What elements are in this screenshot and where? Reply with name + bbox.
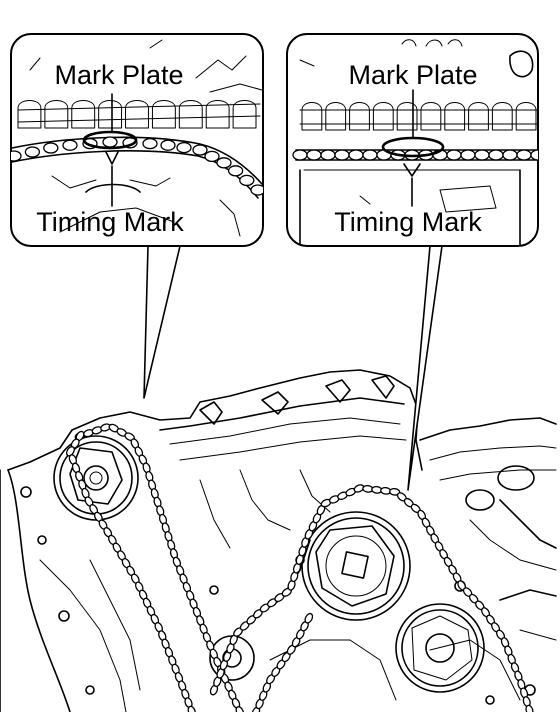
timing-chain: [66, 423, 534, 712]
sprocket-tooth: [250, 184, 263, 196]
chain-link: [235, 706, 244, 712]
sprocket-tooth: [460, 149, 476, 161]
right-mark-plate-label: Mark Plate: [348, 60, 477, 90]
left-callout-detail: [11, 39, 263, 237]
sprocket-tooth: [216, 157, 232, 169]
cam-cap: [372, 102, 394, 131]
sprocket-tooth: [24, 146, 41, 158]
sprocket-tooth: [11, 150, 22, 162]
sprocket-tooth: [204, 150, 220, 163]
cam-cap: [178, 100, 203, 129]
cam-cap: [301, 102, 323, 131]
cam-cap: [468, 102, 489, 131]
sprocket-tooth: [530, 149, 538, 161]
chain-link: [304, 612, 314, 624]
left-mark-plate-outline: [82, 130, 138, 150]
right-cam-sprocket: [301, 511, 411, 621]
cam-cap: [491, 102, 513, 131]
cam-cap: [232, 100, 257, 129]
cam-cap: [71, 100, 96, 129]
sprocket-tooth: [176, 141, 192, 154]
engine-block: [0, 369, 557, 712]
sprocket-tooth: [43, 142, 59, 154]
sprocket-tooth: [192, 144, 208, 156]
sprocket-tooth: [306, 149, 322, 161]
chain-link: [187, 705, 196, 712]
sprocket-tooth: [334, 149, 350, 161]
cam-cap: [420, 102, 442, 131]
chain-link: [525, 704, 534, 712]
exhaust-cam-sprocket: [395, 603, 485, 693]
cam-cap: [98, 100, 123, 129]
cam-cap: [515, 102, 537, 131]
cam-cap: [349, 102, 370, 131]
cam-cap: [151, 100, 176, 129]
sprocket-tooth: [160, 139, 176, 151]
left-timing-mark-label: Timing Mark: [36, 207, 184, 237]
right-timing-mark-label: Timing Mark: [334, 207, 482, 237]
cam-cap: [444, 102, 466, 131]
sprocket-tooth: [292, 149, 308, 161]
right-callout-leader: [407, 245, 443, 491]
right-callout: Mark Plate Timing Mark: [286, 33, 539, 491]
sprocket-tooth: [62, 139, 78, 151]
sprocket-tooth: [362, 149, 378, 161]
left-mark-plate-label: Mark Plate: [54, 60, 183, 90]
cam-cap: [17, 100, 42, 129]
sprocket-tooth: [227, 165, 244, 177]
sprocket-tooth: [320, 149, 336, 161]
left-callout-leader: [143, 245, 181, 399]
sprocket-tooth: [474, 149, 490, 161]
right-callout-frame: [286, 33, 539, 247]
sprocket-tooth: [488, 149, 504, 161]
cam-cap: [205, 100, 230, 129]
sprocket-tooth: [446, 149, 462, 161]
chain-link: [66, 446, 75, 457]
cam-cap: [125, 100, 149, 129]
sprocket-tooth: [502, 149, 518, 161]
sprocket-tooth: [516, 149, 532, 161]
left-callout: Mark Plate Timing Mark: [10, 33, 264, 399]
right-callout-detail: [292, 39, 538, 246]
sprocket-tooth: [239, 174, 255, 187]
sprocket-tooth: [142, 137, 158, 150]
sprocket-tooth: [102, 136, 118, 148]
sprocket-tooth: [348, 149, 364, 161]
cam-cap: [44, 100, 69, 129]
cam-cap: [325, 102, 347, 131]
